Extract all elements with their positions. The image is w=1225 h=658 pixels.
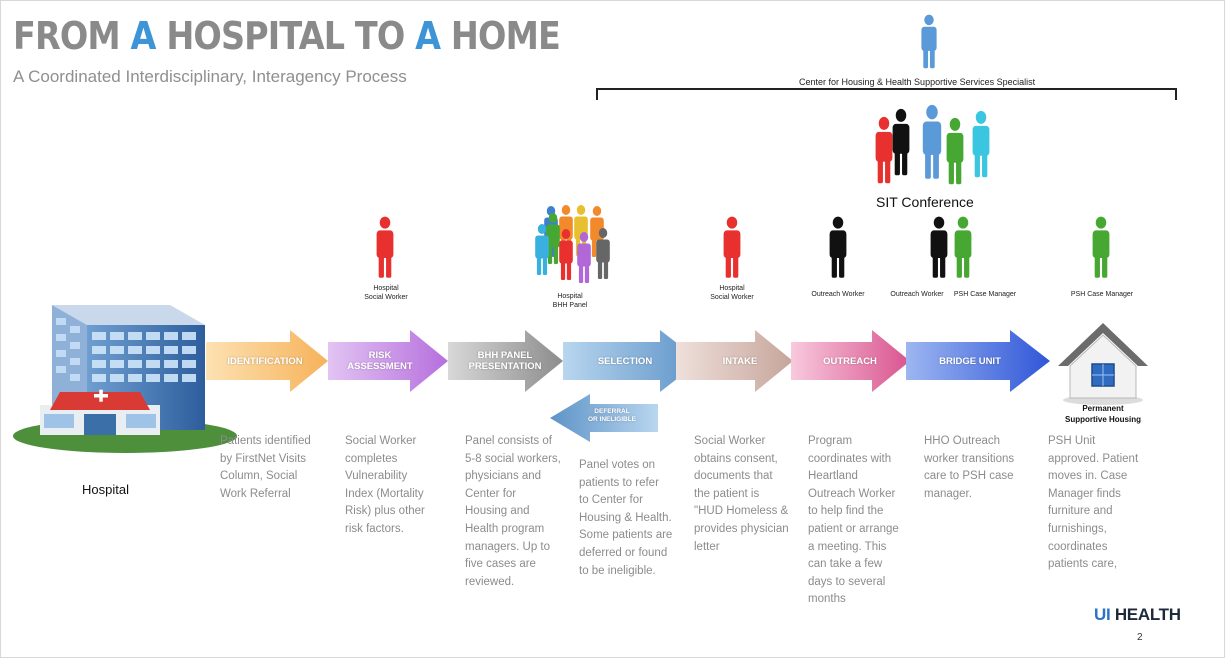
page-title: FROM A HOSPITAL TO A HOME [13,14,561,58]
desc-bhh: Panel consists of 5-8 social workers, ph… [465,435,561,588]
step-deferral-label: DEFERRAL OR INELIGIBLE [587,408,637,423]
selection-arrow [563,330,700,392]
role-label-outreach-worker: Outreach Worker [811,291,865,298]
specialist-label: Center for Housing & Health Supportive S… [799,77,1036,87]
desc-outreach: Program coordinates with Heartland Outre… [808,435,899,606]
role-label-psh-case-manager: PSH Case Manager [953,291,1017,298]
bhh-arrow [448,330,563,392]
page-subtitle: A Coordinated Interdisciplinary, Interag… [13,67,407,86]
sit-conference-label: SIT Conference [876,194,974,210]
hospital-building-icon [13,305,237,453]
step-identification-label: IDENTIFICATION [227,356,303,367]
specialist-person-icon [921,14,937,69]
ui-health-logo: UI HEALTH [1094,605,1181,624]
social-worker-icon [376,216,394,278]
role-label-psh-case-manager-2: PSH Case Manager [1070,291,1134,298]
psh-case-manager-icon [1092,216,1110,278]
intake-arrow [676,330,793,392]
house-icon [1058,323,1148,405]
step-risk-label: RISK ASSESSMENT [347,350,413,373]
step-selection-label: SELECTION [597,356,653,367]
role-label-bhh-panel: Hospital BHH Panel [552,293,588,309]
outreach-psh-pair-icon [930,216,972,278]
desc-bridge: HHO Outreach worker transitions care to … [924,435,1015,500]
desc-identification: Patients identified by FirstNet Visits C… [220,435,311,500]
intake-social-worker-icon [723,216,741,278]
desc-selection: Panel votes on patients to refer to Cent… [579,459,673,577]
desc-intake: Social Worker obtains consent, documents… [694,435,789,553]
bridge-arrow [906,330,1050,392]
role-label-intake-social-worker: Hospital Social Worker [710,285,754,301]
page-number: 2 [1137,632,1143,643]
bhh-panel-group-icon [535,205,610,283]
outreach-arrow [791,330,910,392]
identification-arrow [206,330,328,392]
risk-arrow [328,330,448,392]
outreach-worker-icon [829,216,847,278]
team-bracket [596,88,1177,100]
deferral-arrow [550,394,658,442]
psh-label: Permanent Supportive Housing [1065,404,1141,424]
step-bhh-label: BHH PANEL PRESENTATION [468,350,542,373]
role-label-risk-social-worker: Hospital Social Worker [364,285,408,301]
role-label-outreach-worker-2: Outreach Worker [890,291,944,298]
desc-risk: Social Worker completes Vulnerability In… [345,435,425,535]
desc-psh: PSH Unit approved. Patient moves in. Cas… [1048,435,1139,571]
step-outreach-label: OUTREACH [823,356,877,367]
step-bridge-label: BRIDGE UNIT [939,356,1001,367]
step-intake-label: INTAKE [722,356,758,367]
hospital-label: Hospital [82,482,129,497]
sit-group-icon [875,104,990,185]
